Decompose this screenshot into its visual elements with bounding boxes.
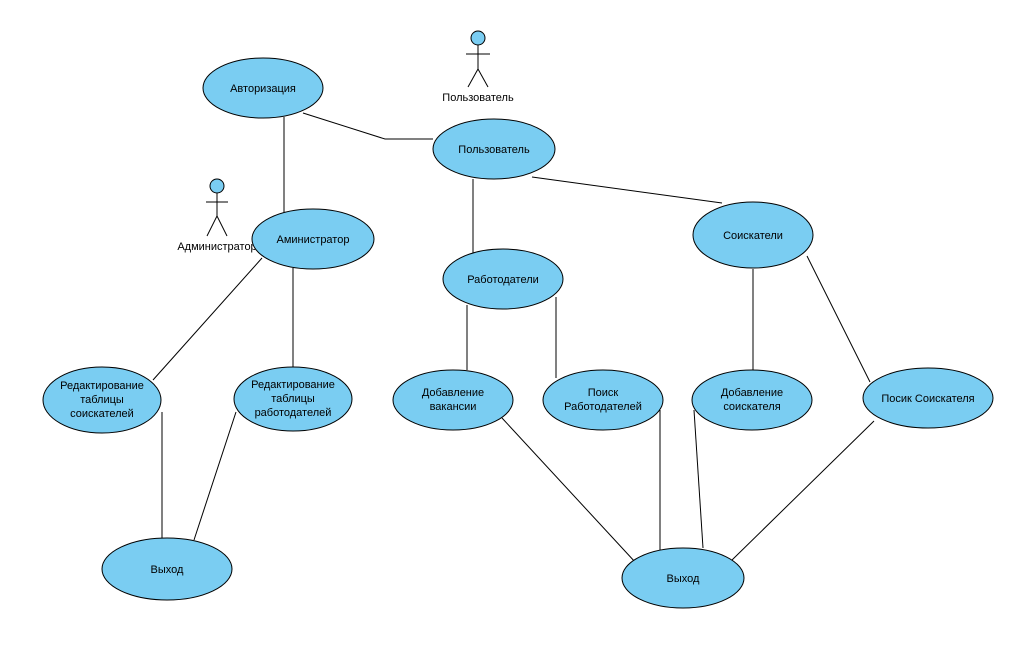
actor-head-icon: [470, 30, 486, 46]
use-case-add-seeker[interactable]: Добавление соискателя: [691, 369, 813, 431]
use-case-label: Выход: [667, 573, 700, 585]
use-case-label: Добавление: [721, 387, 783, 399]
use-case-label: вакансии: [430, 401, 477, 413]
use-case-seekers[interactable]: Соискатели: [692, 201, 814, 269]
use-case-label: Соискатели: [723, 230, 783, 242]
use-case-employers[interactable]: Работодатели: [442, 248, 564, 310]
actor-head-icon: [209, 178, 225, 194]
connections: [152, 112, 875, 564]
edge-user-seekers: [531, 176, 723, 204]
use-case-label: Добавление: [422, 387, 484, 399]
use-case-admin[interactable]: Аминистратор: [251, 208, 375, 270]
edge-add-seeker-exit: [693, 409, 704, 549]
edge-admin-edit-seekers: [152, 257, 263, 381]
use-case-label: Работодателей: [564, 401, 642, 413]
edge-edit-employers-exit: [193, 411, 237, 541]
edge-auth-user: [302, 112, 433, 140]
use-case-user[interactable]: Пользователь: [432, 118, 556, 180]
use-case-exit-left[interactable]: Выход: [101, 537, 233, 601]
use-case-label: соискателей: [70, 408, 134, 420]
use-case-label: таблицы: [271, 393, 315, 405]
use-case-add-vacancy[interactable]: Добавление вакансии: [392, 369, 514, 431]
use-case-label: Аминистратор: [277, 234, 350, 246]
use-case-label: Редактирование: [251, 379, 335, 391]
use-case-label: Работодатели: [467, 274, 539, 286]
actor-user-label: Пользователь: [442, 92, 514, 104]
edge-search-seeker-exit: [731, 420, 875, 561]
use-case-label: Поиск: [588, 387, 619, 399]
use-case-label: таблицы: [80, 394, 124, 406]
actor-admin-label: Администратор: [177, 241, 256, 253]
use-case-label: Редактирование: [60, 380, 144, 392]
use-case-edit-employers[interactable]: Редактирование таблицы работодателей: [233, 366, 353, 432]
use-case-edit-seekers[interactable]: Редактирование таблицы соискателей: [42, 366, 162, 434]
use-case-search-employers[interactable]: Поиск Работодателей: [542, 369, 664, 431]
use-case-label: Посик Соискателя: [881, 393, 974, 405]
use-case-label: Авторизация: [230, 83, 296, 95]
use-case-label: работодателей: [255, 407, 332, 419]
use-case-label: соискателя: [723, 401, 780, 413]
use-case-label: Пользователь: [458, 144, 530, 156]
use-case-label: Выход: [151, 564, 184, 576]
actor-admin[interactable]: Администратор: [177, 178, 257, 253]
edge-add-vacancy-exit: [501, 417, 637, 564]
use-case-search-seeker[interactable]: Посик Соискателя: [862, 367, 994, 429]
use-case-exit-right[interactable]: Выход: [621, 547, 745, 609]
use-case-auth[interactable]: Авторизация: [202, 57, 324, 119]
actor-user[interactable]: Пользователь: [442, 30, 514, 104]
edge-seekers-search-seeker: [806, 255, 871, 383]
